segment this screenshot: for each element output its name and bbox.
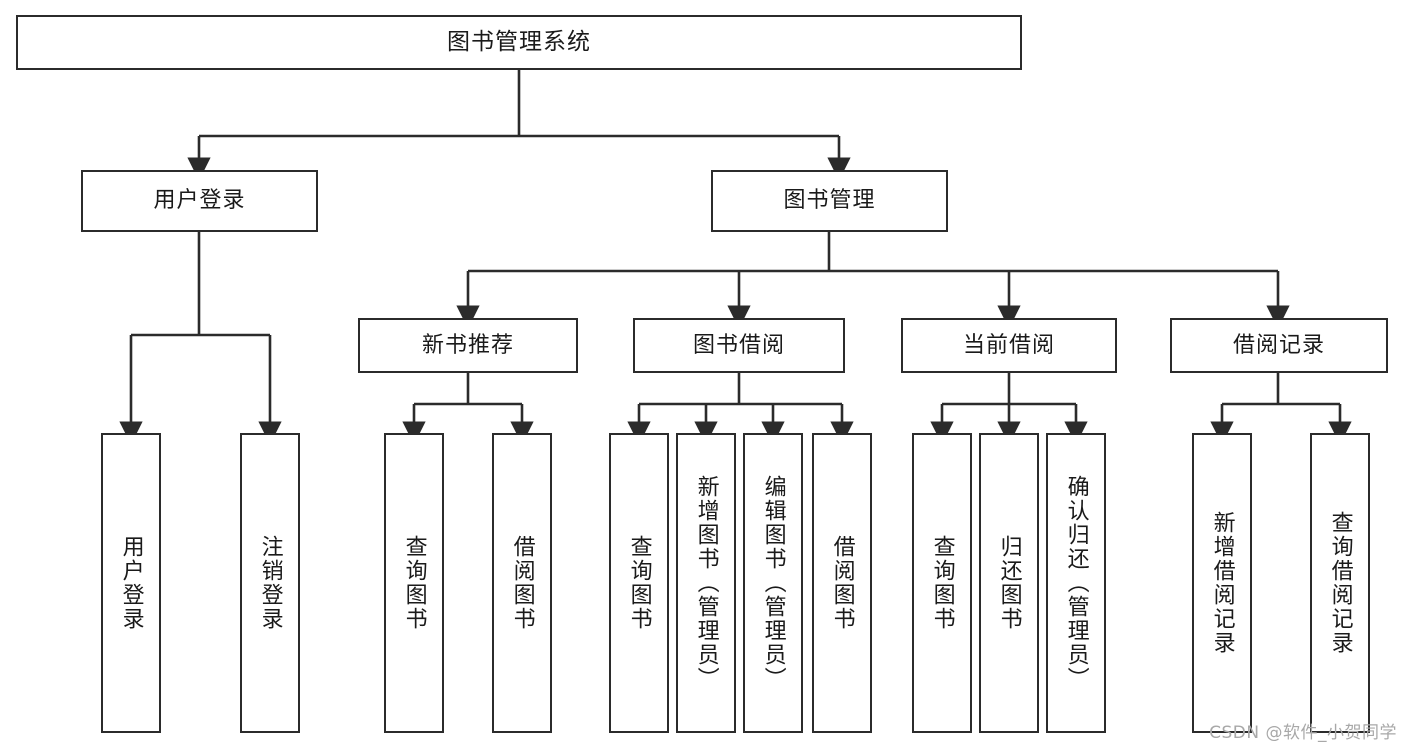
leaf-borrow-book-recommend[interactable]: 借阅图书 bbox=[492, 433, 552, 733]
node-label: 查询借阅记录 bbox=[1327, 511, 1353, 655]
node-label: 查询图书 bbox=[626, 535, 652, 631]
node-label: 查询图书 bbox=[401, 535, 427, 631]
leaf-query-book-recommend[interactable]: 查询图书 bbox=[384, 433, 444, 733]
leaf-user-logout[interactable]: 注销登录 bbox=[240, 433, 300, 733]
leaf-confirm-return[interactable]: 确认归还（管理员） bbox=[1046, 433, 1106, 733]
leaf-user-login[interactable]: 用户登录 bbox=[101, 433, 161, 733]
node-borrow-record[interactable]: 借阅记录 bbox=[1170, 318, 1388, 373]
node-label: 注销登录 bbox=[257, 535, 283, 631]
leaf-edit-book[interactable]: 编辑图书（管理员） bbox=[743, 433, 803, 733]
leaf-add-book[interactable]: 新增图书（管理员） bbox=[676, 433, 736, 733]
node-label: 当前借阅 bbox=[962, 332, 1055, 358]
leaf-return-book[interactable]: 归还图书 bbox=[979, 433, 1039, 733]
node-book-borrow[interactable]: 图书借阅 bbox=[633, 318, 845, 373]
node-new-book-recommend[interactable]: 新书推荐 bbox=[358, 318, 578, 373]
node-book-manage[interactable]: 图书管理 bbox=[711, 170, 948, 232]
node-label: 确认归还（管理员） bbox=[1063, 475, 1089, 691]
node-label: 用户登录 bbox=[153, 188, 246, 214]
leaf-query-borrow-record[interactable]: 查询借阅记录 bbox=[1310, 433, 1370, 733]
node-label: 借阅图书 bbox=[829, 535, 855, 631]
node-label: 查询图书 bbox=[929, 535, 955, 631]
leaf-add-borrow-record[interactable]: 新增借阅记录 bbox=[1192, 433, 1252, 733]
node-current-borrow[interactable]: 当前借阅 bbox=[901, 318, 1117, 373]
watermark: CSDN @软件_小贺同学 bbox=[1209, 723, 1397, 743]
node-label: 用户登录 bbox=[118, 535, 144, 631]
node-label: 图书管理系统 bbox=[447, 29, 591, 56]
node-label: 借阅记录 bbox=[1232, 332, 1325, 358]
node-label: 编辑图书（管理员） bbox=[760, 475, 786, 691]
node-label: 图书管理 bbox=[783, 188, 876, 214]
node-label: 新增图书（管理员） bbox=[693, 475, 719, 691]
node-label: 新书推荐 bbox=[421, 332, 514, 358]
leaf-borrow-book[interactable]: 借阅图书 bbox=[812, 433, 872, 733]
leaf-query-book-current[interactable]: 查询图书 bbox=[912, 433, 972, 733]
node-label: 图书借阅 bbox=[692, 332, 785, 358]
node-user-login[interactable]: 用户登录 bbox=[81, 170, 318, 232]
node-label: 归还图书 bbox=[996, 535, 1022, 631]
node-root-system[interactable]: 图书管理系统 bbox=[16, 15, 1022, 70]
node-label: 借阅图书 bbox=[509, 535, 535, 631]
node-label: 新增借阅记录 bbox=[1209, 511, 1235, 655]
leaf-query-book-borrow[interactable]: 查询图书 bbox=[609, 433, 669, 733]
